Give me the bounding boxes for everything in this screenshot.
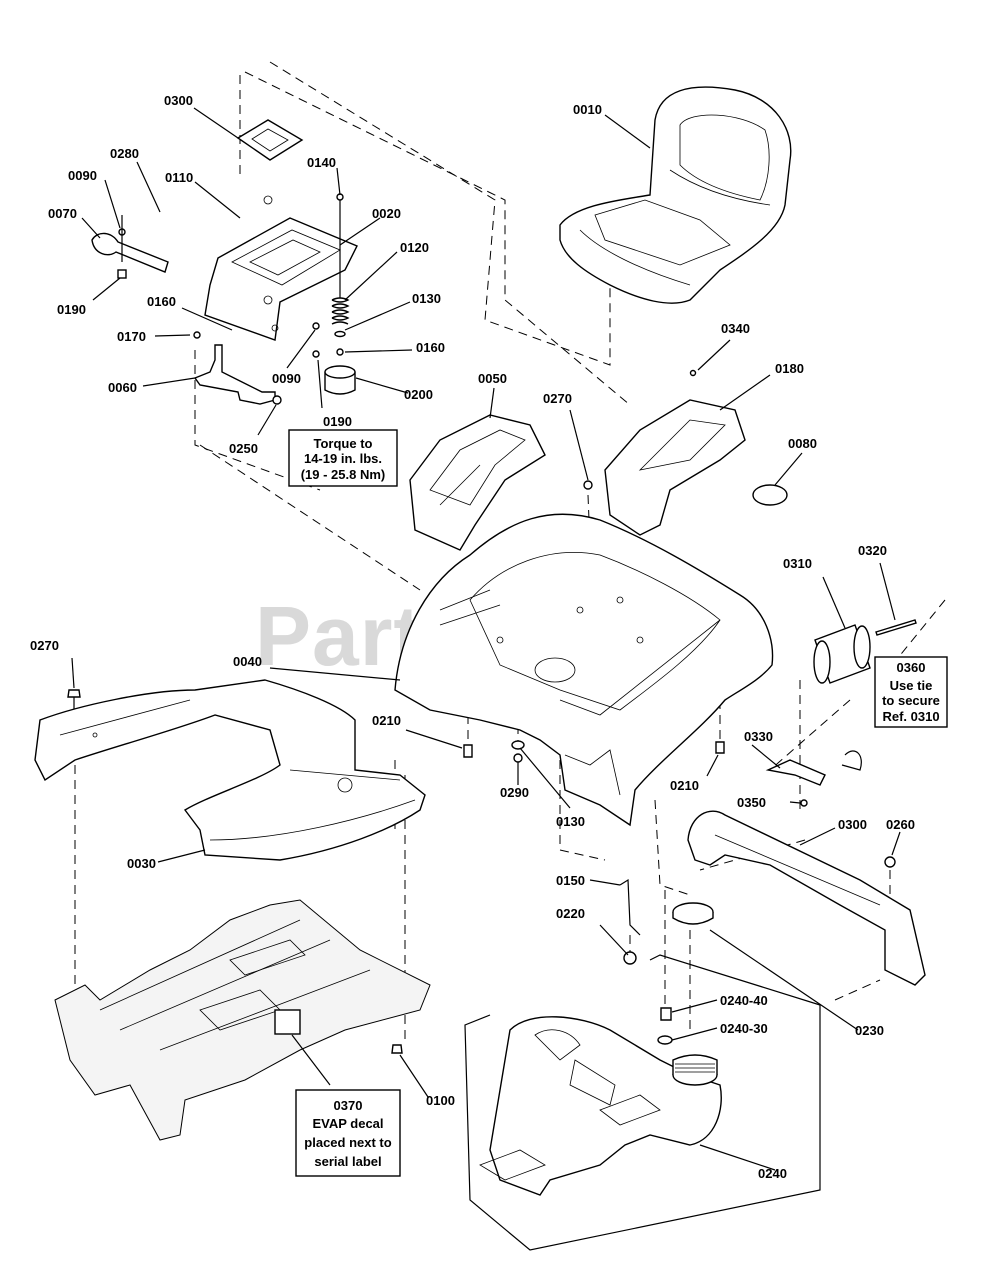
part-0310-canister	[813, 624, 871, 684]
label-0160-left: 0160	[147, 294, 176, 309]
label-0120: 0120	[400, 240, 429, 255]
label-0210-left: 0210	[372, 713, 401, 728]
label-0290: 0290	[500, 785, 529, 800]
label-0300-right: 0300	[838, 817, 867, 832]
label-0270-top: 0270	[543, 391, 572, 406]
note-torque: Torque to 14-19 in. lbs. (19 - 25.8 Nm)	[288, 429, 398, 487]
part-0230-fuel-cap	[672, 902, 714, 925]
label-0140: 0140	[307, 155, 336, 170]
label-0010: 0010	[573, 102, 602, 117]
label-0030: 0030	[127, 856, 156, 871]
label-0090-top: 0090	[68, 168, 97, 183]
part-0020-seat-bracket	[204, 195, 358, 341]
part-0030-front-panel	[34, 679, 426, 861]
note-torque-line-3: (19 - 25.8 Nm)	[301, 467, 386, 482]
label-0350: 0350	[737, 795, 766, 810]
label-0110: 0110	[165, 170, 193, 185]
note-0360-line-3: to secure	[882, 693, 940, 708]
leader-lines	[71, 107, 901, 1171]
note-torque-line-1: Torque to	[314, 436, 373, 451]
part-0240-40-valve	[660, 1007, 672, 1021]
part-0270-screw-top	[583, 480, 593, 490]
label-0080: 0080	[788, 436, 817, 451]
part-0240-fuel-tank	[479, 1016, 722, 1196]
label-0300-top: 0300	[164, 93, 193, 108]
label-0060: 0060	[108, 380, 137, 395]
label-0190-left: 0190	[57, 302, 86, 317]
label-0220: 0220	[556, 906, 585, 921]
label-0310: 0310	[783, 556, 812, 571]
part-0180-right-cover	[604, 369, 746, 536]
label-0250: 0250	[229, 441, 258, 456]
note-0370-line-4: serial label	[314, 1154, 381, 1169]
part-0150-rod	[619, 878, 641, 936]
note-0360-line-4: Ref. 0310	[882, 709, 939, 724]
label-0130-bottom: 0130	[556, 814, 585, 829]
label-0050: 0050	[478, 371, 507, 386]
part-0070-adjuster	[91, 215, 169, 279]
part-0290-nut	[513, 753, 523, 763]
part-spring-stack	[324, 193, 356, 395]
label-0130-top: 0130	[412, 291, 441, 306]
label-0070: 0070	[48, 206, 77, 221]
part-0320-rod	[875, 619, 917, 636]
part-0210-screw-right	[715, 741, 725, 754]
part-0330-bracket	[765, 759, 826, 786]
part-labels: 0300 0010 0280 0140 0090 0110 0070 0020 …	[30, 93, 915, 1181]
part-0210-screw-left	[463, 744, 473, 758]
label-0170: 0170	[117, 329, 146, 344]
label-0150: 0150	[556, 873, 585, 888]
note-0370-line-2: EVAP decal	[312, 1116, 383, 1131]
label-0320: 0320	[858, 543, 887, 558]
part-0100-bolt	[391, 1044, 403, 1054]
label-0160-right: 0160	[416, 340, 445, 355]
label-0210-right: 0210	[670, 778, 699, 793]
label-0100: 0100	[426, 1093, 455, 1108]
part-0060-bracket	[193, 322, 320, 405]
label-0190-center: 0190	[323, 414, 352, 429]
fuel-tank-group-box	[464, 954, 821, 1251]
note-0360-line-1: 0360	[897, 660, 926, 675]
label-0040: 0040	[233, 654, 262, 669]
note-0370-line-1: 0370	[334, 1098, 363, 1113]
label-0230: 0230	[855, 1023, 884, 1038]
label-0180: 0180	[775, 361, 804, 376]
part-chassis-frame	[54, 899, 431, 1141]
label-0240-30: 0240-30	[720, 1021, 768, 1036]
part-0350-screw	[800, 799, 808, 807]
label-0020: 0020	[372, 206, 401, 221]
label-0270-left: 0270	[30, 638, 59, 653]
label-0330: 0330	[744, 729, 773, 744]
note-0360-line-2: Use tie	[890, 678, 933, 693]
part-0080-cap	[752, 484, 788, 506]
label-0260: 0260	[886, 817, 915, 832]
part-0220-grommet	[623, 951, 637, 965]
part-0010-seat	[559, 86, 792, 304]
label-0090-bottom: 0090	[272, 371, 301, 386]
part-0360-tie	[841, 750, 862, 771]
part-0130-washer	[511, 740, 525, 750]
label-0280: 0280	[110, 146, 139, 161]
note-0370: 0370 EVAP decal placed next to serial la…	[295, 1089, 401, 1177]
part-0050-left-cover	[409, 414, 546, 551]
part-0270-bolt-left	[67, 689, 81, 712]
label-0340: 0340	[721, 321, 750, 336]
label-0240: 0240	[758, 1166, 787, 1181]
note-0360: 0360 Use tie to secure Ref. 0310	[874, 656, 948, 728]
part-0240-30-grommet	[657, 1035, 673, 1045]
part-0300-long-bracket	[687, 810, 926, 986]
part-0300-gasket	[236, 119, 304, 161]
label-0200: 0200	[404, 387, 433, 402]
note-0370-line-3: placed next to	[304, 1135, 391, 1150]
part-0260-nut	[884, 856, 896, 868]
note-torque-line-2: 14-19 in. lbs.	[304, 451, 382, 466]
part-0040-fender-deck	[394, 513, 774, 827]
label-0240-40: 0240-40	[720, 993, 768, 1008]
